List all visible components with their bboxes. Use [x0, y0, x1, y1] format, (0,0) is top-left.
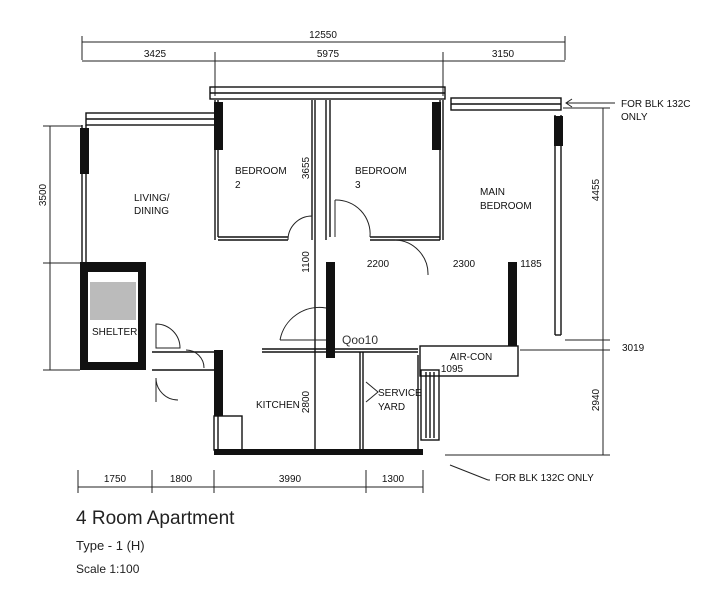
label-aircon: AIR-CON: [450, 352, 492, 363]
dim-kitchen-height: 2800: [301, 390, 312, 413]
label-living-1: LIVING/: [134, 193, 170, 204]
dim-right-lower: 2940: [591, 388, 602, 411]
shelter-shade: [90, 282, 136, 320]
dim-overall: 12550: [309, 30, 337, 41]
dim-bottom-4: 1300: [382, 474, 405, 485]
label-service-2: YARD: [378, 402, 405, 413]
dim-a: 2200: [367, 259, 390, 270]
plan-type: Type - 1 (H): [76, 538, 145, 553]
label-bed2-1: BEDROOM: [235, 166, 287, 177]
label-bed3-1: BEDROOM: [355, 166, 407, 177]
dim-right-small: 3019: [622, 343, 645, 354]
label-bed3-2: 3: [355, 180, 361, 191]
solid-walls: [80, 102, 563, 455]
dim-bottom-1: 1750: [104, 474, 127, 485]
label-bed2-2: 2: [235, 180, 241, 191]
note-arrows: [449, 98, 615, 481]
dim-aircon: 1095: [441, 364, 464, 375]
label-shelter: SHELTER: [92, 327, 137, 338]
dim-corridor: 1100: [301, 251, 312, 273]
plan-title: 4 Room Apartment: [76, 508, 235, 529]
label-living-2: DINING: [134, 206, 169, 217]
dim-bottom-2: 1800: [170, 474, 193, 485]
dim-c: 1185: [520, 259, 542, 270]
dimension-lines: [43, 36, 610, 493]
label-main-1: MAIN: [480, 187, 505, 198]
note-blk-bottom: FOR BLK 132C ONLY: [495, 473, 594, 484]
dim-top-1: 3425: [144, 49, 167, 60]
dim-left: 3500: [38, 183, 49, 206]
dim-bottom-3: 3990: [279, 474, 302, 485]
door-swings: [155, 199, 429, 403]
watermark: Qoo10: [342, 333, 378, 347]
walls: [81, 86, 562, 455]
dim-top-3: 3150: [492, 49, 515, 60]
caption: 4 Room Apartment Type - 1 (H) Scale 1:10…: [76, 508, 234, 576]
dim-b: 2300: [453, 259, 476, 270]
label-kitchen: KITCHEN: [256, 400, 300, 411]
plan-scale: Scale 1:100: [76, 562, 140, 576]
dim-bed2-height: 3655: [301, 156, 312, 179]
label-service-1: SERVICE: [378, 388, 422, 399]
label-main-2: BEDROOM: [480, 201, 532, 212]
dim-top-2: 5975: [317, 49, 340, 60]
floor-plan: 12550 3425 5975 3150 3500 4455 2940 3019…: [38, 30, 690, 493]
note-blk-top-2: ONLY: [621, 112, 648, 123]
dim-right-upper: 4455: [591, 178, 602, 201]
note-blk-top-1: FOR BLK 132C: [621, 99, 690, 110]
